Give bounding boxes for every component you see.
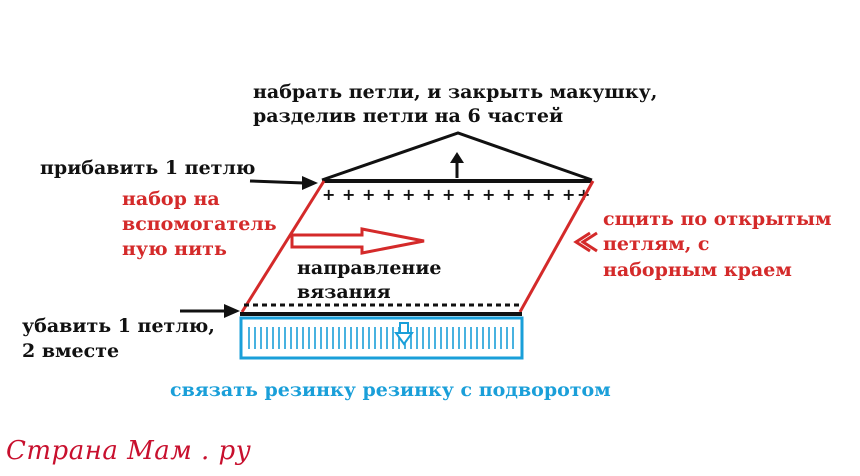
svg-text:+: +	[462, 185, 475, 204]
svg-text:+: +	[502, 185, 515, 204]
svg-text:+: +	[422, 185, 435, 204]
svg-text:+: +	[482, 185, 495, 204]
svg-text:+: +	[402, 185, 415, 204]
direction-label-line-1: направление	[297, 257, 442, 279]
rib-label: связать резинку резинку с подворотом	[170, 379, 611, 401]
sew-label-line-2: петлям, с	[603, 233, 710, 255]
svg-text:+: +	[322, 185, 335, 204]
rib-stitch-ticks	[248, 327, 514, 349]
decrease-label-line-2: 2 вместе	[22, 340, 120, 362]
increase-label: прибавить 1 петлю	[40, 157, 256, 179]
svg-text:+: +	[562, 185, 575, 204]
sew-label-line-3: наборным краем	[603, 259, 792, 281]
svg-text:+: +	[382, 185, 395, 204]
crown-up-arrow	[450, 152, 464, 178]
crown-triangle	[321, 131, 593, 182]
svg-text:+: +	[342, 185, 355, 204]
cast-on-label-line-2: вспомогатель	[122, 213, 277, 235]
cast-on-label-line-3: ную нить	[122, 238, 227, 260]
svg-text:+: +	[362, 185, 375, 204]
crown-instruction-line-1: набрать петли, и закрыть макушку,	[253, 81, 658, 103]
rib-down-arrow	[394, 322, 414, 346]
svg-text:+: +	[522, 185, 535, 204]
decrease-label-line-1: убавить 1 петлю,	[22, 315, 215, 337]
increase-pointer-arrow	[249, 176, 318, 190]
knitting-direction-arrow	[290, 227, 425, 255]
increase-plus-row: ++++ ++++ ++++ ++	[322, 185, 590, 204]
svg-text:+: +	[542, 185, 555, 204]
cast-on-label-line-1: набор на	[122, 188, 220, 210]
decrease-pointer-arrow	[180, 304, 240, 318]
direction-label-line-2: вязания	[297, 281, 391, 303]
left-slant-edge	[240, 180, 326, 313]
crown-instruction-line-2: разделив петли на 6 частей	[253, 105, 564, 127]
svg-text:+: +	[442, 185, 455, 204]
rib-band	[239, 316, 524, 360]
sew-label-line-1: сщить по открытым	[603, 208, 832, 230]
watermark-logo: Страна Мам . ру	[6, 436, 252, 466]
right-slant-edge	[518, 180, 595, 313]
sew-pointer-arrow	[573, 231, 598, 253]
